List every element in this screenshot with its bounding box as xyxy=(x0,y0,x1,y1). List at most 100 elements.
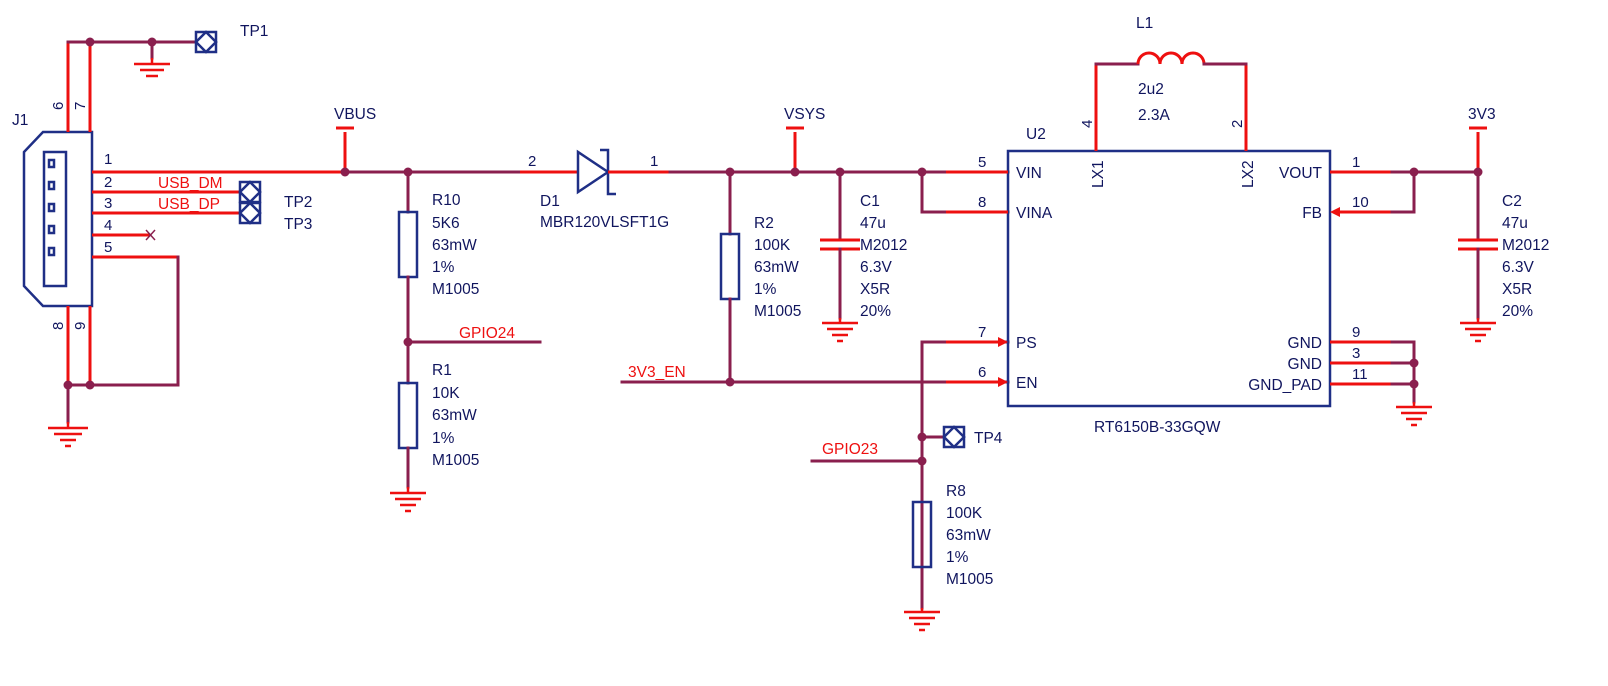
ground-icon xyxy=(48,422,88,448)
j1-ref: J1 xyxy=(12,112,28,129)
diode-d1: 2 1 D1 MBR120VLSFT1G xyxy=(520,148,670,231)
l1-current: 2.3A xyxy=(1138,107,1171,124)
pin-vout-number: 1 xyxy=(1352,154,1360,171)
junction-dot xyxy=(917,432,927,442)
resistor-icon xyxy=(719,232,741,301)
junction-dot xyxy=(340,167,350,177)
ground-icon xyxy=(1460,318,1496,343)
junction-dots xyxy=(63,37,1483,466)
c1-ref: C1 xyxy=(860,193,880,210)
r8-tolerance: 1% xyxy=(946,549,969,566)
ground-icon xyxy=(1396,402,1432,427)
capacitor-c1: C1 47u M2012 6.3V X5R 20% xyxy=(820,170,907,343)
r10-power: 63mW xyxy=(432,237,477,254)
r10-value: 5K6 xyxy=(432,215,460,232)
pin-gndpad-number: 11 xyxy=(1352,366,1368,383)
shield-top-net: TP1 xyxy=(66,23,268,78)
junction-dot xyxy=(835,167,845,177)
r2-power: 63mW xyxy=(754,259,799,276)
junction-dot xyxy=(63,380,73,390)
connector-contact-marks xyxy=(47,158,56,257)
vsys-label: VSYS xyxy=(784,106,825,123)
test-point-tp2[interactable]: TP2 xyxy=(238,180,312,211)
l1-value: 2u2 xyxy=(1138,81,1164,98)
junction-dot xyxy=(790,167,800,177)
pin-vin-name: VIN xyxy=(1016,165,1042,182)
inductor-l1: L1 2u2 2.3A xyxy=(1094,15,1248,124)
pin-2-number: 2 xyxy=(104,174,112,191)
r1-power: 63mW xyxy=(432,407,477,424)
resistor-r1: R1 10K 63mW 1% M1005 xyxy=(390,362,479,513)
diode-icon xyxy=(576,149,611,195)
ground-icon xyxy=(904,608,940,632)
r1-package: M1005 xyxy=(432,452,479,469)
r8-ref: R8 xyxy=(946,483,966,500)
r2-package: M1005 xyxy=(754,303,801,320)
r2-ref: R2 xyxy=(754,215,774,232)
r10-package: M1005 xyxy=(432,281,479,298)
r1-tolerance: 1% xyxy=(432,430,455,447)
usb-data-lines: USB_DM USB_DP TP2 TP3 xyxy=(158,175,312,233)
test-point-tp3[interactable]: TP3 xyxy=(238,201,312,233)
pin-ps-number: 7 xyxy=(978,324,986,341)
vbus-net: VBUS xyxy=(334,106,522,174)
test-point-tp1[interactable]: TP1 xyxy=(194,23,268,54)
shield-pin-7-number: 7 xyxy=(72,102,89,110)
pin-vin-number: 5 xyxy=(978,154,986,171)
ps-net: GPIO23 TP4 xyxy=(810,340,1010,610)
test-point-tp4[interactable]: TP4 xyxy=(942,425,1003,449)
c2-ref: C2 xyxy=(1502,193,1522,210)
pin-vout-name: VOUT xyxy=(1279,165,1323,182)
pin-lx1-name: LX1 xyxy=(1090,160,1107,188)
connector-outline xyxy=(22,130,94,308)
ic-body xyxy=(1006,149,1332,408)
c1-value: 47u xyxy=(860,215,886,232)
pin-vina-name: VINA xyxy=(1016,205,1053,222)
junction-dot xyxy=(85,37,95,47)
u2-ref: U2 xyxy=(1026,126,1046,143)
r10-tolerance: 1% xyxy=(432,259,455,276)
no-connect-icon xyxy=(145,229,156,241)
r1-ref: R1 xyxy=(432,362,452,379)
c2-package: M2012 xyxy=(1502,237,1549,254)
pin-lx1-number: 4 xyxy=(1079,120,1096,128)
r8-package: M1005 xyxy=(946,571,993,588)
junction-dot xyxy=(1409,379,1419,389)
tp4-label: TP4 xyxy=(974,430,1003,447)
pin-gndpad-name: GND_PAD xyxy=(1248,377,1322,394)
junction-dot xyxy=(85,380,95,390)
usb-dp-label: USB_DP xyxy=(158,196,220,213)
r8-power: 63mW xyxy=(946,527,991,544)
ground-icon xyxy=(390,487,426,513)
usb-connector-j1: J1 1 2 3 4 5 6 7 8 9 xyxy=(12,42,345,387)
pin-lx2-name: LX2 xyxy=(1240,160,1257,188)
test-point-icon xyxy=(238,180,262,204)
pin-gnd1-number: 9 xyxy=(1352,324,1360,341)
junction-dot xyxy=(1409,358,1419,368)
test-point-icon xyxy=(942,425,966,449)
r8-value: 100K xyxy=(946,505,983,522)
vbus-label: VBUS xyxy=(334,106,376,123)
tp3-label: TP3 xyxy=(284,216,312,233)
gpio23-label: GPIO23 xyxy=(822,441,878,458)
junction-dot xyxy=(147,37,157,47)
ic-u2: U2 RT6150B-33GQW 5 8 7 6 VIN VINA PS EN … xyxy=(946,64,1392,436)
r1-value: 10K xyxy=(432,385,460,402)
c1-dielectric: X5R xyxy=(860,281,890,298)
pin-arrow-icon xyxy=(998,337,1008,347)
en3v3-label: 3V3_EN xyxy=(628,364,686,381)
gpio24-net: GPIO24 xyxy=(406,325,542,344)
capacitor-c2: C2 47u M2012 6.3V X5R 20% xyxy=(1458,170,1549,343)
c2-dielectric: X5R xyxy=(1502,281,1532,298)
resistor-icon xyxy=(397,210,419,279)
d1-pin-2: 2 xyxy=(528,153,536,170)
c1-package: M2012 xyxy=(860,237,907,254)
junction-dot xyxy=(403,167,413,177)
resistor-r8: R8 100K 63mW 1% M1005 xyxy=(904,483,993,632)
junction-dot xyxy=(1473,167,1483,177)
shield-pin-8-number: 8 xyxy=(50,322,67,330)
pin-gnd1-name: GND xyxy=(1288,335,1322,352)
pin-5-loop-wire xyxy=(90,255,180,387)
pin-3-number: 3 xyxy=(104,195,112,212)
l1-ref: L1 xyxy=(1136,15,1153,32)
